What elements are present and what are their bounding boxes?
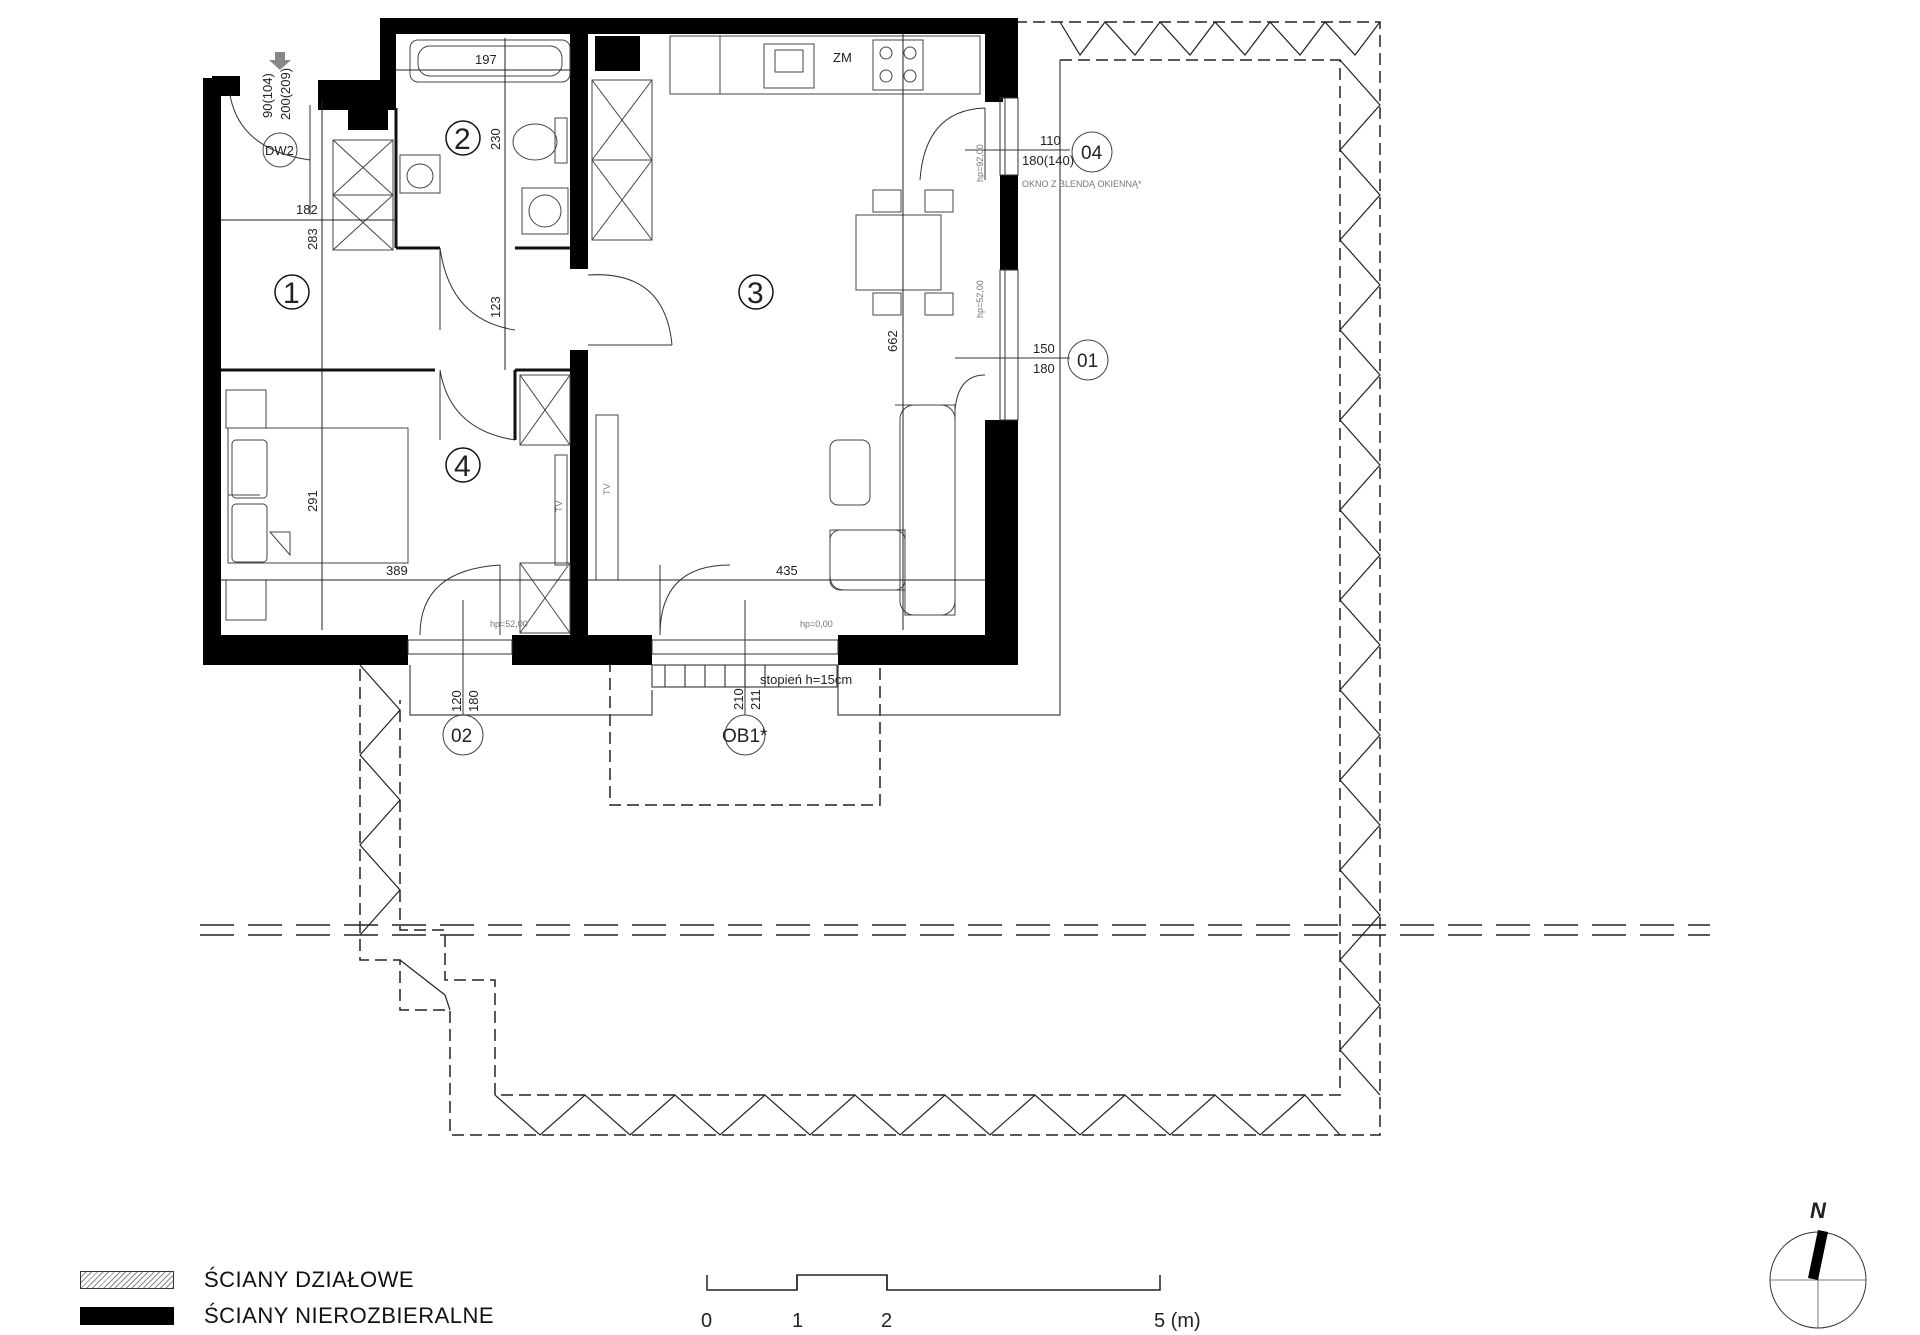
entrance-landing (409, 60, 1061, 716)
door-swings (229, 94, 986, 636)
room-number-1: 1 (283, 277, 300, 310)
tv-label-left: TV (554, 500, 564, 512)
o04-width: 110 (1040, 133, 1061, 148)
ob1-tag: OB1* (722, 726, 768, 747)
o02-width: 120 (449, 690, 464, 712)
dim-123: 123 (488, 296, 503, 318)
ob1-height: 211 (748, 689, 763, 710)
furniture (225, 35, 981, 634)
o04-height: 180(140) (1022, 153, 1074, 168)
o02-tag: 02 (451, 726, 472, 747)
dim-291: 291 (305, 490, 320, 512)
room-number-4: 4 (454, 450, 471, 483)
legend-row-structural: ŚCIANY NIEROZBIERALNE (80, 1298, 494, 1334)
north-arrow: N (1769, 1198, 1867, 1329)
scale-tick-0: 0 (701, 1310, 712, 1332)
partition-wall-swatch (80, 1271, 174, 1289)
legend-label-partition: ŚCIANY DZIAŁOWE (204, 1267, 415, 1292)
partition-walls (220, 108, 570, 440)
cut-line (200, 924, 1710, 936)
o01-hp: hp=52,00 (975, 280, 985, 318)
scale-bar (706, 1274, 1161, 1291)
garden-outline (359, 21, 1381, 1136)
arrow-down-icon (269, 52, 291, 70)
garden-zigzag (359, 21, 1381, 1136)
step-label: stopień h=15cm (760, 672, 852, 687)
ob1-width: 210 (731, 688, 746, 710)
opening-tags: 90(104) 200(209) DW2 110 180(140) 04 OKN… (260, 52, 1142, 756)
dim-283: 283 (305, 228, 320, 250)
dim-197: 197 (475, 52, 497, 67)
o01-height: 180 (1033, 361, 1055, 376)
dw2-tag: DW2 (265, 143, 294, 158)
room-number-2: 2 (454, 123, 471, 156)
dim-182: 182 (296, 202, 318, 217)
tv-label-right: TV (602, 483, 612, 495)
north-label: N (1810, 1198, 1827, 1223)
structural-walls (203, 18, 1018, 665)
structural-wall-swatch (80, 1307, 174, 1325)
dim-230: 230 (488, 128, 503, 150)
dw2-width: 90(104) (260, 73, 275, 118)
o02-height: 180 (466, 690, 481, 712)
scale-tick-5: 5 (m) (1154, 1310, 1201, 1332)
legend-row-partition: ŚCIANY DZIAŁOWE (80, 1262, 494, 1298)
dim-662: 662 (885, 330, 900, 352)
dimension-lines (220, 34, 985, 630)
fridge-label: ZM (833, 50, 852, 65)
scale-tick-1: 1 (792, 1310, 803, 1332)
o04-tag: 04 (1081, 143, 1103, 164)
room-markers: 1 2 3 4 (274, 120, 774, 483)
scale-tick-2: 2 (881, 1310, 892, 1332)
room-number-3: 3 (747, 277, 764, 310)
ob1-hp: hp=0,00 (800, 619, 833, 629)
dw2-height: 200(209) (278, 68, 293, 120)
legend: ŚCIANY DZIAŁOWE ŚCIANY NIEROZBIERALNE (80, 1262, 494, 1334)
legend-label-structural: ŚCIANY NIEROZBIERALNE (204, 1303, 495, 1328)
o01-tag: 01 (1077, 351, 1098, 372)
dim-389: 389 (386, 563, 408, 578)
north-needle-icon (1808, 1230, 1828, 1280)
o02-hp: hp=52,00 (490, 619, 528, 629)
o04-hp: hp=92,00 (975, 144, 985, 182)
dim-435: 435 (776, 563, 798, 578)
o01-width: 150 (1033, 341, 1055, 356)
o04-note: OKNO Z BLENDĄ OKIENNĄ* (1022, 179, 1142, 189)
